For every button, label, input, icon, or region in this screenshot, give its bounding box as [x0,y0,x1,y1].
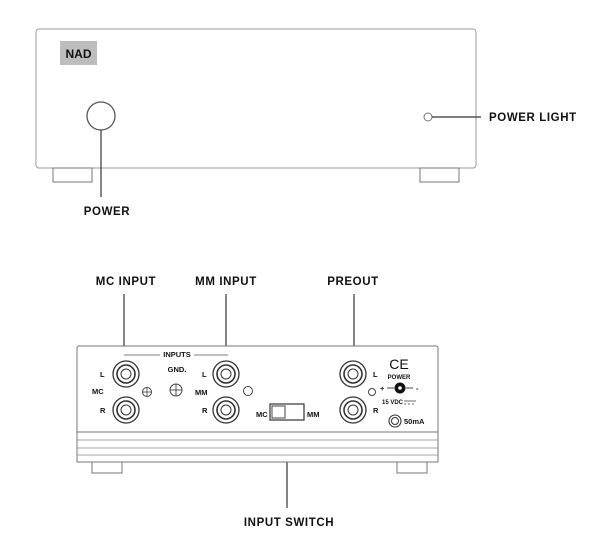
input-switch-label: INPUT SWITCH [244,517,334,529]
preout-jack-l[interactable] [339,360,367,388]
rear-view: MC INPUT MM INPUT PREOUT INPUT SWITCH IN… [76,276,439,529]
front-foot-right [419,167,460,183]
rear-power-label: POWER [388,375,411,381]
dc-symbol [404,400,416,405]
fuse-label: 50mA [404,417,425,426]
power-label: POWER [84,206,131,218]
rear-foot-right [396,461,428,474]
plus-sign: + [380,384,385,393]
switch-mm-label: MM [307,410,320,419]
rear-trim [76,431,439,463]
preout-r-label: R [373,406,379,415]
minus-sign: - [416,384,419,393]
mm-ground-screw[interactable] [243,386,253,396]
front-view: NAD POWER POWER LIGHT [35,28,577,218]
mm-l-label: L [202,370,207,379]
power-light-label: POWER LIGHT [489,112,577,124]
mm-side-label: MM [195,388,208,397]
mm-r-label: R [202,406,208,415]
nad-logo [60,41,97,65]
preout-ground-screw[interactable] [368,388,376,396]
front-chassis [35,28,477,169]
mc-ground-screw[interactable] [142,387,152,397]
mm-jack-l[interactable] [212,360,240,388]
mc-input-label: MC INPUT [96,276,156,288]
vdc-label: 15 VDC [382,400,404,406]
preout-jack-r[interactable] [339,396,367,424]
preout-label: PREOUT [327,276,379,288]
mc-jack-r[interactable] [112,396,140,424]
mc-r-label: R [100,406,106,415]
mm-jack-r[interactable] [212,396,240,424]
power-light-indicator [423,112,433,122]
inputs-header: INPUTS [163,350,191,359]
ce-mark: CE [389,356,408,372]
dc-power-jack[interactable] [394,382,406,394]
mc-l-label: L [100,370,105,379]
mm-input-label: MM INPUT [195,276,257,288]
mc-jack-l[interactable] [112,360,140,388]
input-switch[interactable] [269,403,305,421]
gnd-terminal[interactable] [169,383,183,397]
front-foot-left [52,167,93,183]
power-button[interactable] [86,101,116,131]
fuse-holder[interactable] [388,414,402,428]
mc-side-label: MC [92,387,104,396]
nad-logo-text: NAD [66,47,92,61]
rear-foot-left [91,461,123,474]
switch-mc-label: MC [256,410,268,419]
preout-l-label: L [373,370,378,379]
gnd-label: GND. [168,365,187,374]
